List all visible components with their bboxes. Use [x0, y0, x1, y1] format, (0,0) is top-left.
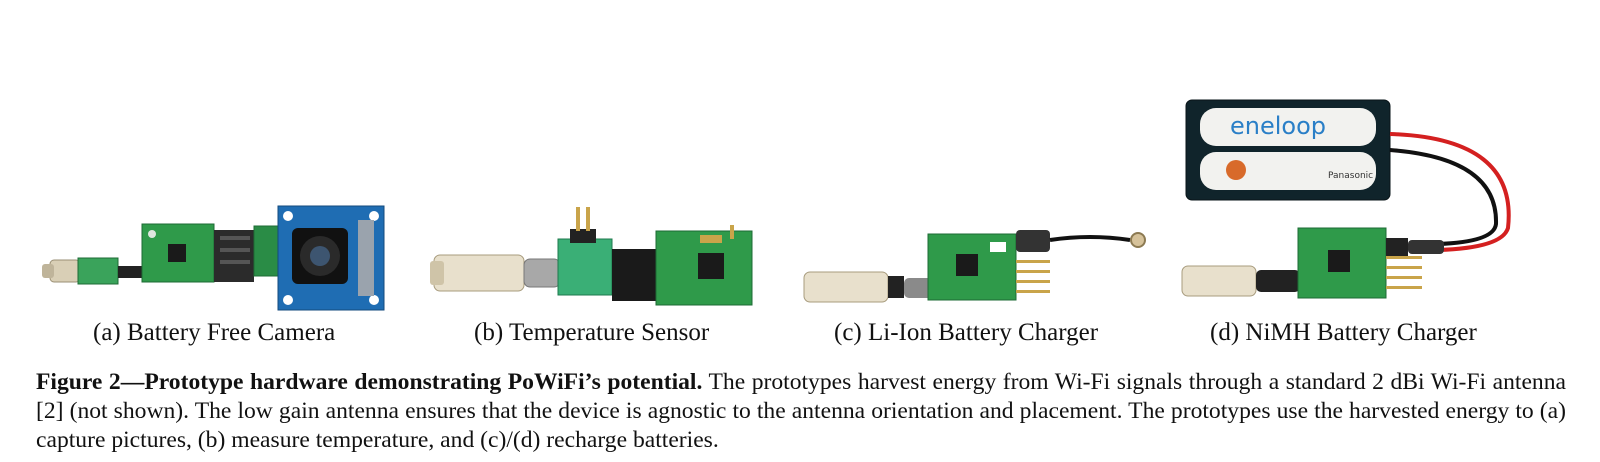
panel-d-caption: (d) NiMH Battery Charger	[1210, 319, 1477, 346]
panel-a-caption: (a) Battery Free Camera	[93, 319, 336, 346]
eneloop-battery-label: eneloop	[1230, 112, 1326, 140]
li-ion-charger-photo	[803, 230, 1146, 303]
figure-caption: Figure 2—Prototype hardware demonstratin…	[36, 368, 1566, 455]
figure-label: Figure 2	[36, 369, 121, 395]
figure-body: The prototypes harvest energy from Wi-Fi…	[36, 369, 1566, 453]
nimh-charger-photo: eneloop Panasonic	[1181, 99, 1511, 299]
figure-title: Prototype hardware demonstrating PoWiFi’…	[144, 369, 703, 395]
figure-dash: —	[120, 369, 145, 395]
panel-b-caption: (b) Temperature Sensor	[474, 319, 710, 346]
temperature-sensor-photo	[430, 207, 753, 306]
panel-c-caption: (c) Li-Ion Battery Charger	[834, 319, 1099, 346]
battery-free-camera-photo	[42, 205, 385, 311]
panasonic-battery-label: Panasonic	[1328, 171, 1373, 181]
